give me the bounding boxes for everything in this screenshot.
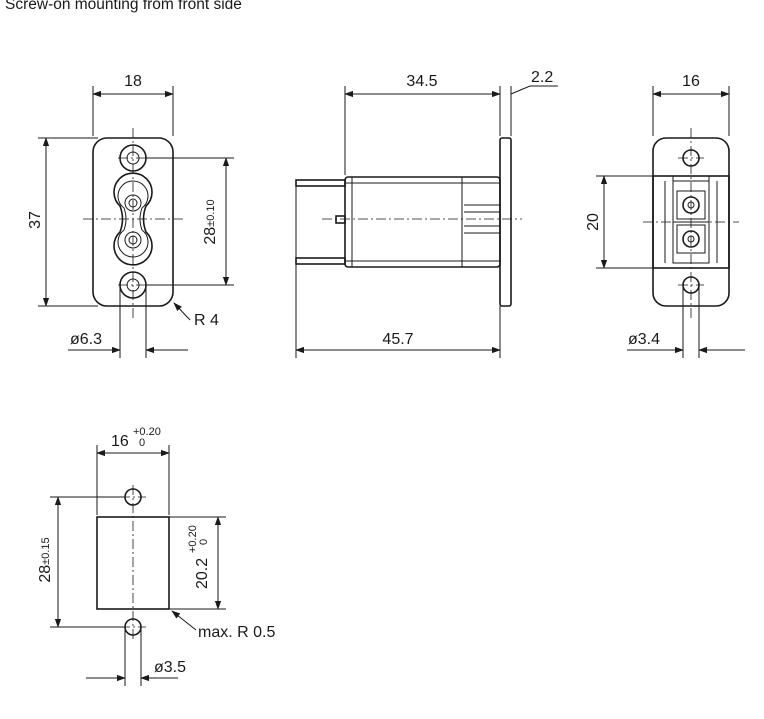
cutout-width-tol-upper: +0.20	[133, 426, 161, 438]
rear-hole-diameter-label: ø3.4	[628, 331, 660, 348]
cutout-height-tol-upper: +0.20	[187, 525, 199, 553]
cutout-corner-radius-label: max. R 0.5	[198, 624, 275, 641]
side-view: 34.5 2.2 45.7	[295, 69, 558, 358]
cutout-pitch-tolerance: ±0.15	[40, 537, 52, 564]
side-body-ribs	[464, 204, 500, 234]
front-pitch-label: 28	[202, 227, 219, 245]
side-terminal-pins	[295, 179, 346, 265]
svg-text:28±0.10: 28±0.10	[202, 199, 219, 244]
front-width-label: 18	[124, 73, 142, 90]
rear-terminal-span-label: 20	[585, 213, 602, 231]
front-pitch-tolerance: ±0.10	[205, 199, 217, 226]
cutout-width-tol-lower: 0	[139, 437, 145, 449]
rear-view: 16 20 ø3.4	[585, 73, 745, 358]
panel-cutout: 16 +0.20 0 28±0.15 20.2 +0.20 0 max. R 0…	[37, 426, 275, 686]
side-flange	[499, 137, 512, 307]
side-body	[344, 176, 501, 268]
front-height-label: 37	[27, 211, 44, 229]
cutout-height-tol-lower: 0	[198, 539, 210, 545]
side-body-length-label: 34.5	[406, 73, 437, 90]
rear-width-label: 16	[682, 73, 700, 90]
cutout-width-label: 16	[111, 433, 129, 450]
svg-text:28±0.15: 28±0.15	[37, 537, 54, 582]
front-corner-radius-label: R 4	[194, 312, 219, 329]
cutout-hole-diameter-label: ø3.5	[154, 659, 186, 676]
side-overall-length-label: 45.7	[382, 331, 413, 348]
front-hole-diameter-label: ø6.3	[70, 331, 102, 348]
cutout-pitch-label: 28	[37, 565, 54, 583]
inlet-figure-eight	[113, 172, 153, 266]
cutout-height-label: 20.2	[194, 558, 211, 589]
page-heading: Screw-on mounting from front side	[5, 0, 242, 13]
side-flange-thickness-label: 2.2	[531, 69, 553, 86]
front-view: 18 37 28±0.10 ø6.3 R 4	[27, 73, 234, 358]
